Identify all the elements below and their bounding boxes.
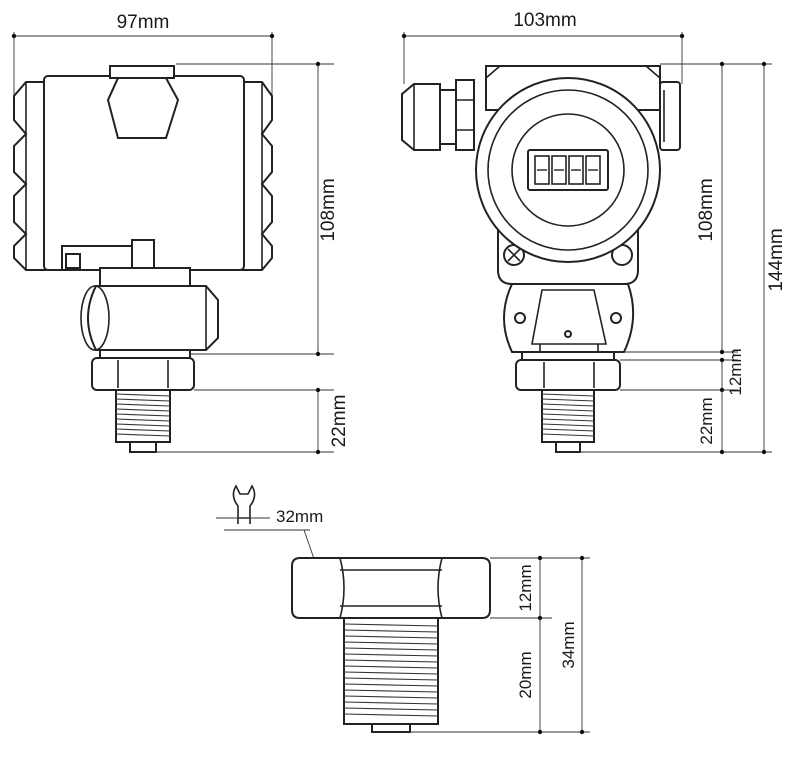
side-body-height-dimension: 108mm: [176, 61, 339, 357]
side-thread-length-dimension: 22mm: [156, 387, 350, 455]
side-left-fins: [13, 81, 47, 271]
side-width-label: 97mm: [117, 12, 170, 33]
fitting-thread: [343, 617, 439, 733]
front-width-label: 103mm: [513, 10, 576, 31]
side-width-dimension: 97mm: [11, 12, 275, 100]
wrench-size-label: 32mm: [276, 507, 323, 526]
side-view: 97mm: [11, 12, 350, 455]
fitting-hex-nut: [291, 557, 491, 619]
lcd-digit: [551, 155, 567, 185]
lcd-digit: [534, 155, 550, 185]
side-body-height-label: 108mm: [318, 178, 339, 241]
front-thread-length-dimension: 22mm: [580, 390, 772, 455]
fitting-nut-height-dimension: 12mm: [490, 555, 590, 621]
fitting-total-height-dimension: 34mm: [559, 555, 585, 735]
lcd-digits: [534, 155, 601, 185]
side-cable-gland: [106, 65, 180, 139]
lcd-digit: [568, 155, 584, 185]
front-collar: [521, 351, 615, 361]
side-thread: [115, 389, 171, 453]
front-sensor-module: [503, 283, 635, 353]
front-total-height-dimension: 144mm: [761, 61, 787, 455]
fitting-total-height-label: 34mm: [559, 621, 578, 668]
front-nut-height-label: 12mm: [726, 348, 745, 395]
fitting-thread-length-dimension: 20mm: [410, 618, 590, 735]
front-hex-nut: [515, 359, 621, 391]
front-body-height-label: 108mm: [696, 178, 717, 241]
side-hex-nut: [91, 357, 195, 391]
front-cable-gland: [401, 79, 475, 151]
front-total-height-label: 144mm: [766, 228, 787, 291]
lcd-digit: [585, 155, 601, 185]
wrench-icon: [232, 484, 256, 524]
side-collar: [99, 349, 191, 359]
fitting-thread-length-label: 20mm: [516, 651, 535, 698]
front-body-height-dimension: 108mm: [614, 61, 772, 355]
side-sensor-module: [80, 285, 219, 351]
fitting-nut-height-label: 12mm: [516, 564, 535, 611]
front-nut-height-dimension: 12mm: [620, 348, 745, 396]
front-right-plug: [659, 81, 681, 151]
front-thread-length-label: 22mm: [697, 397, 716, 444]
front-width-dimension: 103mm: [401, 10, 685, 84]
side-right-fins: [241, 81, 273, 271]
front-lcd-display: [527, 149, 609, 191]
front-thread: [541, 389, 595, 453]
front-view: 103mm: [401, 10, 787, 455]
fitting-detail: 32mm 12mm: [216, 484, 590, 735]
side-thread-length-label: 22mm: [329, 395, 350, 448]
